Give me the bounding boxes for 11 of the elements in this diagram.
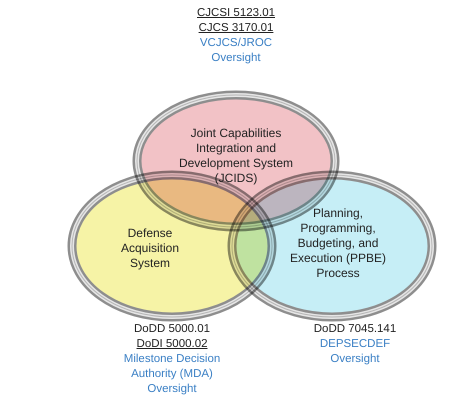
directive-reference: DoDD 5000.01: [134, 322, 210, 337]
directive-reference: CJCS 3170.01: [198, 21, 274, 36]
oversight-note: VCJCS/JROC Oversight: [198, 36, 274, 66]
directive-reference: DoDD 7045.141: [314, 322, 396, 337]
oversight-note: Milestone Decision Authority (MDA) Oversight: [122, 352, 222, 397]
oversight-note: DEPSECDEF Oversight: [318, 337, 392, 367]
directive-reference: CJCSI 5123.01: [197, 6, 275, 21]
ring-label: Defense Acquisition System: [120, 226, 180, 271]
ring-label: Planning, Programming, Budgeting, and Execution (PPBE) Process: [288, 206, 388, 281]
ring-label: Joint Capabilities Integration and Development System (JCIDS): [178, 126, 294, 186]
directive-reference: DoDI 5000.02: [136, 337, 208, 352]
